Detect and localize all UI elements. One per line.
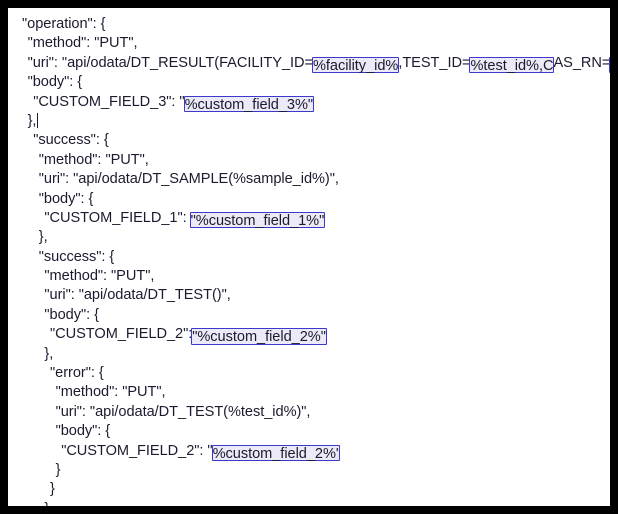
- code-line[interactable]: "success": {: [8, 248, 610, 267]
- code-text: "body": {: [44, 306, 99, 323]
- code-text: },: [38, 229, 48, 246]
- code-line[interactable]: }: [8, 480, 610, 499]
- code-line[interactable]: "body": {: [8, 306, 610, 325]
- code-line[interactable]: "operation": {: [8, 15, 610, 34]
- code-text: }: [55, 461, 61, 478]
- json-code-listing[interactable]: "operation": { "method": "PUT", "uri": "ap…: [8, 15, 610, 506]
- code-text: "success": {: [38, 248, 115, 265]
- code-line[interactable]: "method": "PUT",: [8, 383, 610, 402]
- code-text: ,TEST_ID=: [398, 54, 471, 71]
- code-line[interactable]: "method": "PUT",: [8, 151, 610, 170]
- highlighted-token[interactable]: "%custom_field_2%": [191, 328, 327, 346]
- code-text: "uri": "api/odata/DT_SAMPLE(%sample_id%)…: [38, 171, 339, 188]
- code-line[interactable]: "body": {: [8, 73, 610, 92]
- code-line[interactable]: "uri": "api/odata/DT_RESULT(FACILITY_ID=…: [8, 54, 610, 74]
- code-text: "body": {: [27, 74, 83, 91]
- code-text: }: [50, 481, 55, 498]
- code-line[interactable]: "CUSTOM_FIELD_2":"%custom_field_2%": [8, 325, 610, 346]
- code-line[interactable]: "uri": "api/odata/DT_TEST()",: [8, 286, 610, 305]
- code-text: "method": "PUT",: [44, 268, 155, 285]
- code-line[interactable]: "method": "PUT",: [8, 34, 610, 53]
- code-editor-surface[interactable]: "operation": { "method": "PUT", "uri": "ap…: [8, 8, 610, 506]
- code-line[interactable]: "uri": "api/odata/DT_TEST(%test_id%)",: [8, 403, 610, 422]
- code-line[interactable]: "CUSTOM_FIELD_3": "%custom_field_3%": [8, 93, 610, 113]
- code-line[interactable]: "body": {: [8, 422, 610, 441]
- code-text: "CUSTOM_FIELD_3": ": [33, 93, 185, 110]
- code-text: "method": "PUT",: [38, 151, 149, 168]
- code-text: "body": {: [38, 190, 94, 207]
- code-text: "uri": "api/odata/DT_RESULT(FACILITY_ID=: [27, 54, 313, 71]
- code-line[interactable]: "body": {: [8, 190, 610, 209]
- highlighted-token[interactable]: %test_id%,C: [469, 56, 555, 74]
- code-line[interactable]: },: [8, 112, 610, 131]
- highlighted-token[interactable]: "%custom_field_1%": [189, 211, 326, 229]
- code-line[interactable]: "success": {: [8, 131, 610, 150]
- code-text: }: [44, 501, 49, 506]
- code-text: "CUSTOM_FIELD_2": ": [61, 442, 213, 459]
- code-text: "CUSTOM_FIELD_2":: [50, 326, 193, 343]
- highlighted-token[interactable]: %custom_field_2%': [211, 444, 340, 462]
- code-text: "success": {: [33, 132, 109, 149]
- highlighted-token[interactable]: '%cas_rn%')": [609, 56, 610, 74]
- code-line[interactable]: },: [8, 345, 610, 364]
- code-text: "error": {: [50, 365, 104, 382]
- code-text: "method": "PUT",: [55, 384, 166, 401]
- code-line[interactable]: "CUSTOM_FIELD_2": "%custom_field_2%': [8, 442, 610, 462]
- code-text: },: [27, 112, 37, 129]
- code-text: },: [44, 345, 54, 362]
- highlighted-token[interactable]: %custom_field_3%": [183, 95, 315, 113]
- code-line[interactable]: "uri": "api/odata/DT_SAMPLE(%sample_id%)…: [8, 170, 610, 189]
- code-line[interactable]: }: [8, 500, 610, 506]
- highlighted-token[interactable]: %facility_id%: [311, 56, 400, 74]
- code-line[interactable]: }: [8, 461, 610, 480]
- code-line[interactable]: "error": {: [8, 364, 610, 383]
- code-line[interactable]: "method": "PUT",: [8, 267, 610, 286]
- code-text: "uri": "api/odata/DT_TEST(%test_id%)",: [55, 403, 311, 420]
- code-line[interactable]: },: [8, 228, 610, 247]
- code-text: "method": "PUT",: [27, 35, 138, 52]
- code-text: "CUSTOM_FIELD_1":: [44, 209, 191, 226]
- code-text: "body": {: [55, 423, 111, 440]
- text-caret: [36, 112, 38, 128]
- code-line[interactable]: "CUSTOM_FIELD_1": "%custom_field_1%": [8, 209, 610, 229]
- code-text: "operation": {: [22, 16, 106, 32]
- code-text: AS_RN=: [553, 54, 610, 71]
- code-text: "uri": "api/odata/DT_TEST()",: [44, 287, 231, 304]
